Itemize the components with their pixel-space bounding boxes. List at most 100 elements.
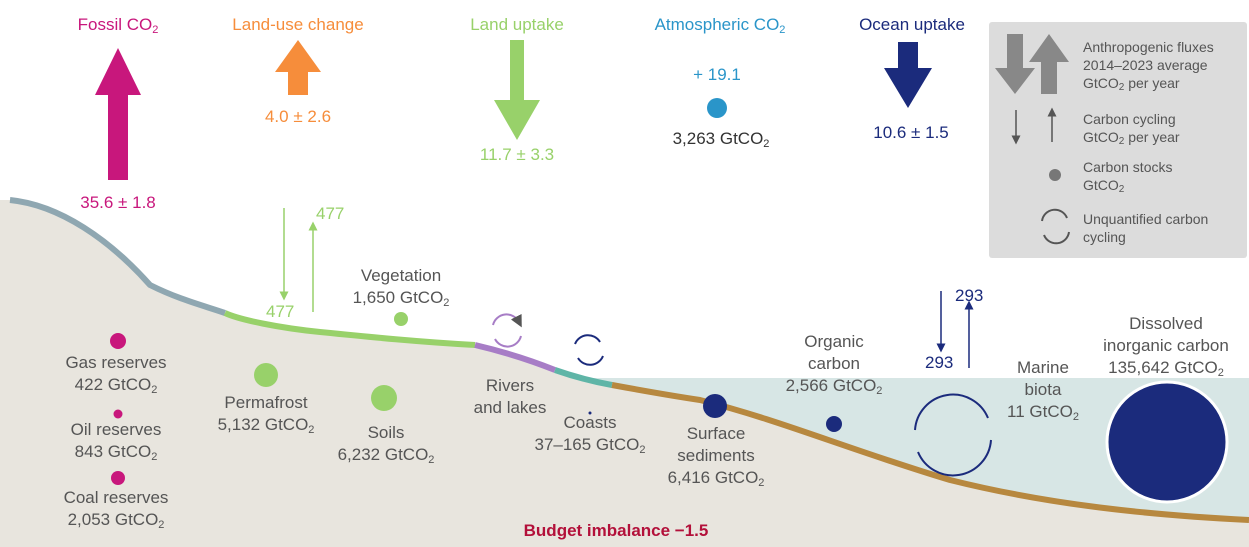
atmospheric-label-sub: 2 [779, 24, 786, 36]
land-use-value: 4.0 ± 2.6 [264, 107, 332, 126]
permafrost-dot [254, 363, 278, 387]
coasts-sub: 2 [639, 444, 646, 456]
organic-carbon-name: Organic [804, 332, 864, 351]
sediments-dot [703, 394, 727, 418]
marine-biota-amount: 11 GtCO [1007, 402, 1073, 421]
ocean-uptake-arrow [884, 42, 932, 108]
sediments-label: Surface sediments 6,416 GtCO2 [668, 423, 765, 494]
legend-anthro-text: Anthropogenic fluxes 2014–2023 average G… [1083, 38, 1243, 97]
budget-imbalance: Budget imbalance −1.5 [523, 521, 709, 540]
legend-down-arrow-icon [995, 34, 1035, 94]
soils-sub: 2 [428, 454, 435, 466]
ground [0, 200, 1249, 547]
marine-biota-name: Marine [1017, 358, 1069, 377]
legend-cycling-text: Carbon cycling GtCO2 per year [1083, 110, 1243, 151]
soils-label: Soils 6,232 GtCO2 [338, 422, 435, 471]
coasts-label: Coasts 37–165 GtCO2 [534, 412, 645, 461]
dissolved-carbon-name: Dissolved [1129, 314, 1203, 333]
vegetation-name: Vegetation [360, 266, 442, 285]
dissolved-carbon-label: Dissolved inorganic carbon 135,642 GtCO2 [1103, 313, 1229, 384]
dissolved-carbon-sub: 2 [1217, 367, 1224, 379]
organic-carbon-amount: 2,566 GtCO [785, 376, 877, 395]
marine-biota-name-2: biota [1024, 380, 1062, 399]
gas-reserves-sub: 2 [151, 384, 158, 396]
fossil-label-sub: 2 [152, 24, 159, 36]
ocean-cycle-up-value: 293 [955, 286, 984, 305]
coast-surface [554, 367, 613, 388]
ocean-uptake-value: 10.6 ± 1.5 [873, 123, 949, 142]
organic-carbon-dot [826, 416, 842, 432]
legend-cycling-sub: 2 [1118, 136, 1125, 147]
seabed [611, 382, 1249, 523]
legend-icons [995, 34, 1070, 245]
legend-anthro-l1: Anthropogenic fluxes [1083, 39, 1214, 55]
sediments-sub: 2 [758, 477, 765, 489]
legend-stocks-unit: GtCO [1083, 177, 1119, 193]
marine-biota-label: Marine biota 11 GtCO2 [1007, 357, 1079, 428]
soils-name: Soils [367, 423, 405, 442]
coasts-name: Coasts [563, 413, 617, 432]
rivers-name: Rivers [485, 376, 535, 395]
gas-reserves-name: Gas reserves [65, 353, 167, 372]
organic-carbon-label: Organic carbon 2,566 GtCO2 [786, 331, 883, 402]
fossil-label-text: Fossil CO [77, 15, 153, 34]
marine-biota-sub: 2 [1072, 411, 1079, 423]
sediments-name: Surface [686, 424, 746, 443]
rivers-cycle-icon [492, 313, 522, 348]
dissolved-carbon-name-2: inorganic carbon [1103, 336, 1229, 355]
atmospheric-change: + 19.1 [693, 65, 741, 84]
permafrost-amount: 5,132 GtCO [217, 415, 309, 434]
atmospheric-stock-text: 3,263 GtCO [672, 129, 764, 148]
oil-reserves-amount: 843 GtCO [74, 442, 152, 461]
legend-anthro-unit: GtCO [1083, 75, 1119, 91]
organic-carbon-sub: 2 [876, 385, 883, 397]
vegetation-label: Vegetation 1,650 GtCO2 [353, 265, 450, 314]
oil-reserves-label: Oil reserves 843 GtCO2 [71, 419, 162, 468]
rivers-name-2: and lakes [473, 398, 547, 417]
mountain-ridge [9, 197, 226, 316]
coasts-dot [588, 411, 592, 415]
land-use-arrow [275, 40, 321, 95]
legend-cycle-icon [1041, 208, 1070, 245]
fossil-arrow [95, 48, 141, 180]
atmospheric-label-text: Atmospheric CO [654, 15, 780, 34]
land-uptake-label: Land uptake [470, 15, 564, 34]
ocean-cycle-down-value: 293 [925, 353, 954, 372]
atmospheric-dot [707, 98, 727, 118]
rivers-label: Rivers and lakes [474, 375, 547, 419]
coasts-cycle-icon [574, 334, 604, 366]
legend-cycling-per: per year [1124, 129, 1180, 145]
vegetation-amount: 1,650 GtCO [352, 288, 444, 307]
permafrost-label: Permafrost 5,132 GtCO2 [218, 392, 315, 441]
coal-reserves-dot [111, 471, 125, 485]
legend-unquantified-l1: Unquantified carbon [1083, 211, 1209, 227]
soils-dot [371, 385, 397, 411]
legend-stocks-sub: 2 [1118, 184, 1125, 195]
permafrost-sub: 2 [308, 424, 315, 436]
legend-cycling-l1: Carbon cycling [1083, 111, 1176, 127]
sediments-amount: 6,416 GtCO [667, 468, 759, 487]
legend-cycling-unit: GtCO [1083, 129, 1119, 145]
oil-reserves-sub: 2 [151, 451, 158, 463]
vegetation-sub: 2 [443, 297, 450, 309]
land-cycle-down-value: 477 [266, 302, 295, 321]
legend-up-arrow-icon [1029, 34, 1069, 94]
land-use-label: Land-use change [232, 15, 364, 34]
vegetation-dot [394, 312, 408, 326]
marine-cycle-icon [914, 393, 992, 477]
atmospheric-label: Atmospheric CO2 [655, 14, 786, 41]
fossil-value: 35.6 ± 1.8 [80, 193, 156, 212]
dissolved-carbon-amount: 135,642 GtCO [1108, 358, 1218, 377]
legend-stock-dot-icon [1049, 169, 1061, 181]
atmospheric-stock: 3,263 GtCO2 [673, 128, 770, 155]
organic-carbon-name-2: carbon [808, 354, 860, 373]
coal-reserves-name: Coal reserves [63, 488, 169, 507]
coal-reserves-amount: 2,053 GtCO [67, 510, 159, 529]
legend-anthro-sub: 2 [1118, 82, 1125, 93]
coal-reserves-sub: 2 [158, 519, 165, 531]
gas-reserves-dot [110, 333, 126, 349]
land-uptake-value: 11.7 ± 3.3 [479, 145, 555, 164]
coasts-amount: 37–165 GtCO [534, 435, 640, 454]
land-uptake-arrow [494, 40, 540, 140]
